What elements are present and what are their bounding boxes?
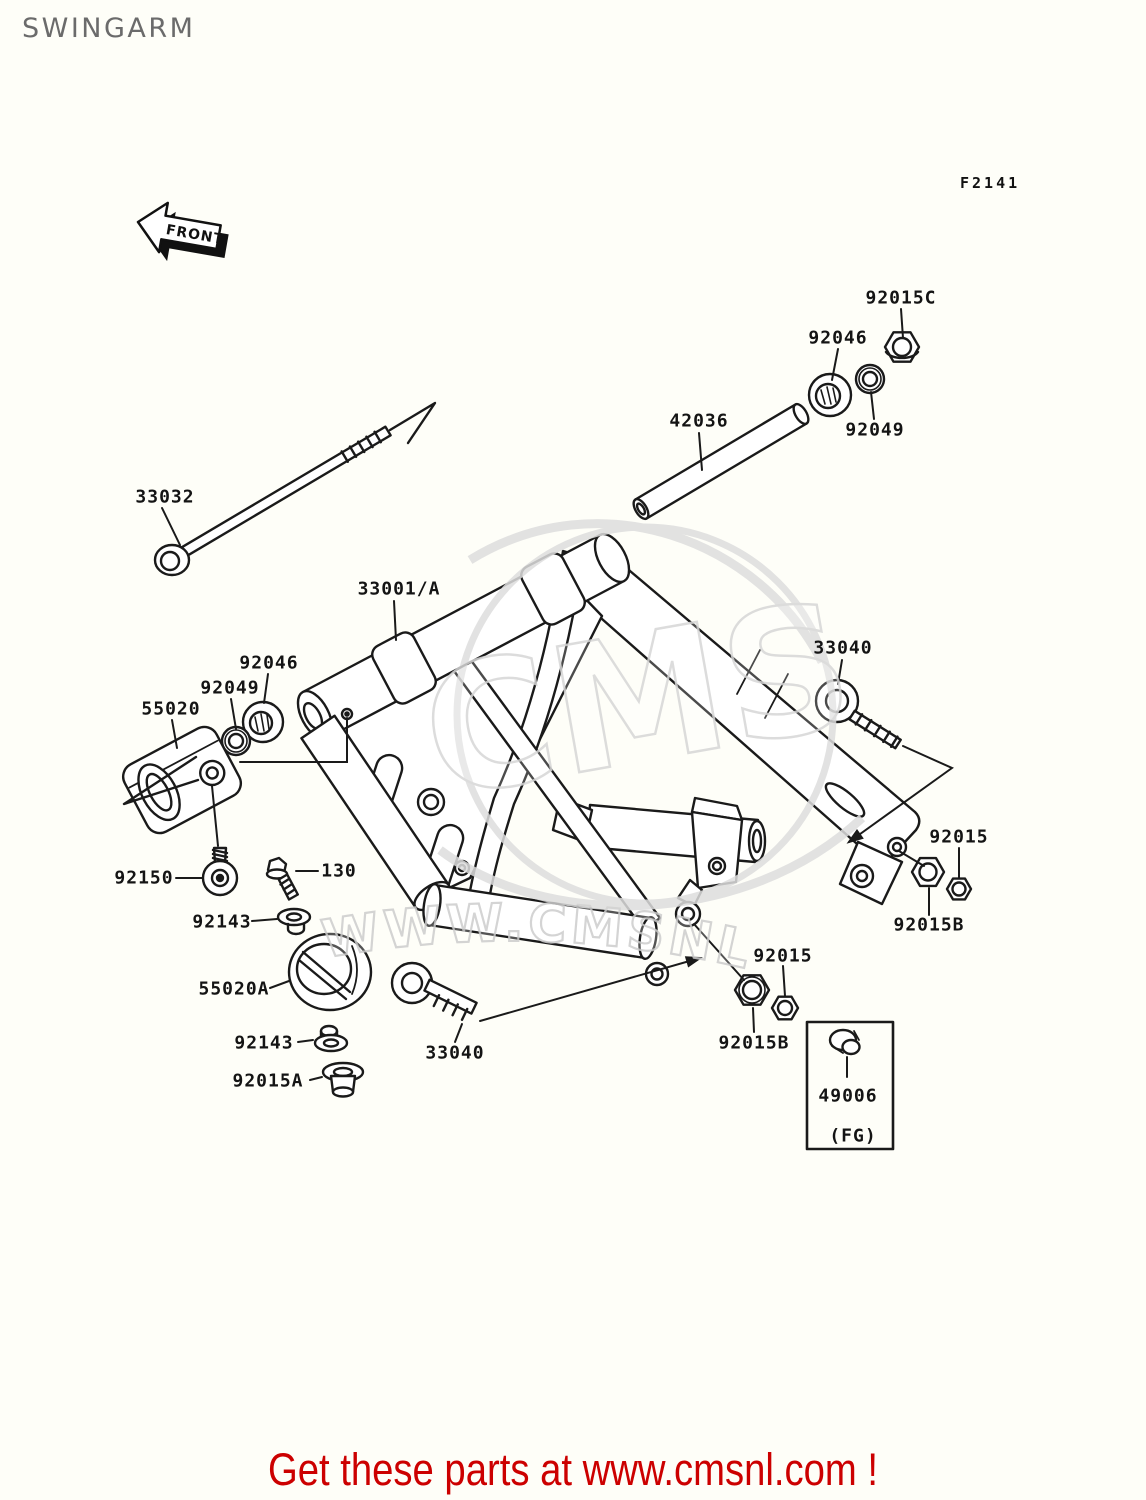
part-label-49006: 49006 <box>818 1085 878 1107</box>
part-label-92046-mid: 92046 <box>239 652 299 674</box>
part-label-33001a: 33001/A <box>357 578 441 600</box>
part-92015-nut-right <box>945 877 973 901</box>
part-92143-bushing-upper <box>276 907 312 936</box>
part-label-92049-top: 92049 <box>845 419 905 441</box>
part-label-92143-upper: 92143 <box>192 911 252 933</box>
part-55020-holder <box>121 725 243 835</box>
part-label-33040-bottom: 33040 <box>425 1042 485 1064</box>
part-130-bolt <box>265 856 299 901</box>
part-label-92046-top: 92046 <box>808 327 868 349</box>
part-92049-seal-mid <box>220 725 252 757</box>
part-label-92015a: 92015A <box>232 1070 304 1092</box>
part-92015b-nut-right <box>910 856 946 888</box>
part-92015c-nut <box>883 331 921 363</box>
part-label-92015b-right: 92015B <box>893 914 965 936</box>
cmsnl-banner-link[interactable]: Get these parts at www.cmsnl.com ! <box>267 1444 879 1495</box>
part-92143-bushing-lower <box>313 1024 349 1053</box>
part-label-33032: 33032 <box>135 486 195 508</box>
front-direction-arrow: FRONT <box>136 201 225 254</box>
page-title: SWINGARM <box>22 13 196 44</box>
part-92046-bearing-mid <box>241 700 285 744</box>
part-92150-bolt <box>201 846 239 897</box>
part-33040-tierod-bottom <box>390 961 478 1021</box>
part-label-33040-right: 33040 <box>813 637 873 659</box>
part-92015-nut-bottom <box>770 995 800 1021</box>
part-label-92015-bottom: 92015 <box>753 945 813 967</box>
part-label-42036: 42036 <box>669 410 729 432</box>
part-label-130: 130 <box>321 860 357 882</box>
part-label-fg: (FG) <box>829 1125 877 1147</box>
part-label-92015c: 92015C <box>865 287 937 309</box>
part-label-92150: 92150 <box>114 867 174 889</box>
part-92046-bearing-top <box>807 372 853 418</box>
part-55020a-collar <box>287 932 373 1012</box>
part-33032-pivot-bolt <box>153 401 437 577</box>
part-label-55020: 55020 <box>141 698 201 720</box>
part-label-55020a: 55020A <box>198 978 270 1000</box>
figure-code: F2141 <box>960 174 1021 192</box>
part-92015a-nut <box>321 1061 365 1098</box>
swingarm-rear-boss <box>838 836 908 906</box>
swingarm-pivot-tube <box>296 532 631 741</box>
part-92049-seal-top <box>854 363 886 395</box>
part-label-92143-lower: 92143 <box>234 1032 294 1054</box>
inset-box-49006 <box>805 1020 895 1151</box>
part-label-92015b-bottom: 92015B <box>718 1032 790 1054</box>
swingarm-brackets <box>644 796 744 987</box>
part-42036-sleeve-tube <box>632 402 810 521</box>
part-label-92049-mid: 92049 <box>200 677 260 699</box>
part-label-92015-right: 92015 <box>929 826 989 848</box>
leader-lines <box>161 308 960 1081</box>
part-92015b-nut-bottom <box>733 974 771 1006</box>
